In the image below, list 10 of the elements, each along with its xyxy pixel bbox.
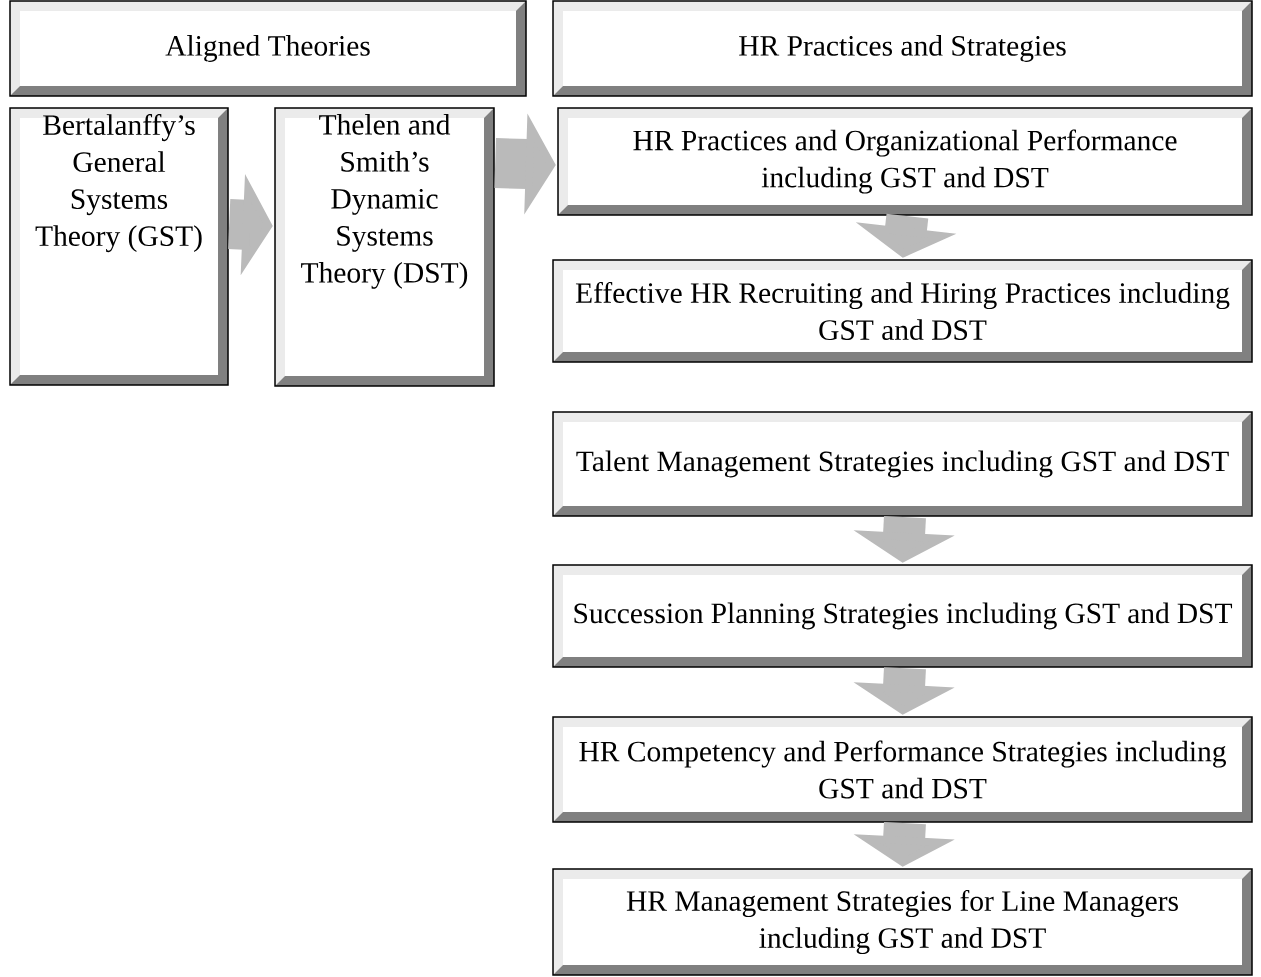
process-box: Effective HR Recruiting and Hiring Practices including GST and DST [552,259,1253,363]
process-box: HR Competency and Performance Strategies including GST and DST [552,716,1253,823]
process-box: Bertalanffy’s General Systems Theory (GST) [9,107,229,386]
process-box: Thelen and Smith’s Dynamic Systems Theory (DST) [274,107,495,387]
process-box: HR Practices and Organizational Performance including GST and DST [557,107,1253,216]
process-box: Succession Planning Strategies including GST and DST [552,564,1253,668]
process-box: HR Practices and Strategies [552,0,1253,97]
process-box: Aligned Theories [9,0,527,97]
process-box: HR Management Strategies for Line Managers including GST and DST [552,868,1253,976]
process-box: Talent Management Strategies including GST and DST [552,411,1253,517]
